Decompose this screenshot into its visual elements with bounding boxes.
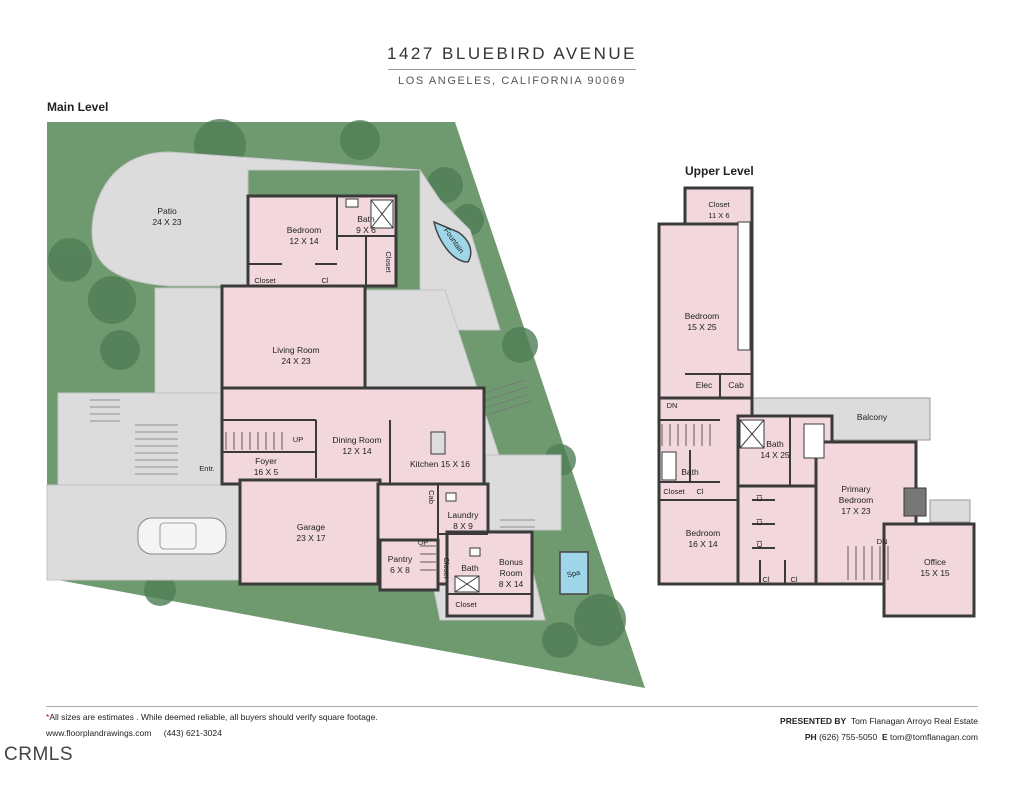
main-interior-walls xyxy=(222,196,532,595)
car-icon xyxy=(137,517,227,555)
office-label: Office xyxy=(924,557,946,567)
bonus-room-label-2: Room xyxy=(500,568,523,578)
bath-2-label: Bath xyxy=(461,563,479,573)
spa-icon xyxy=(559,551,589,595)
bath-label: Bath xyxy=(357,214,375,224)
stairs-up-label: UP xyxy=(293,435,303,444)
living-room-label: Living Room xyxy=(272,345,319,355)
upper-closet-size: 11 X 6 xyxy=(708,211,729,220)
agent-email: tom@tomflanagan.com xyxy=(889,732,978,742)
spa-label: Spa xyxy=(566,568,582,580)
closet-a-label: Closet xyxy=(254,276,276,285)
bonus-room-label: Bonus xyxy=(499,557,523,567)
upper-closet-label: Closet xyxy=(708,200,730,209)
office-size: 15 X 15 xyxy=(920,568,950,578)
entry-label: Entr. xyxy=(199,464,214,473)
patio-size: 24 X 23 xyxy=(152,217,182,227)
stairs-up-2-label: UP xyxy=(418,538,428,547)
email-label: E xyxy=(881,732,888,742)
disclaimer-note: *All sizes are estimates . While deemed … xyxy=(46,712,378,722)
closet-d-label: Closet xyxy=(455,600,477,609)
upper-room-labels: Closet 11 X 6 Bedroom 15 X 25 Elec Cab D… xyxy=(663,200,950,584)
primary-bedroom-size: 17 X 23 xyxy=(841,506,871,516)
garage-size: 23 X 17 xyxy=(296,533,326,543)
upper-bedroom-1-label: Bedroom xyxy=(685,311,720,321)
pantry-label: Pantry xyxy=(388,554,413,564)
presented-by-label: PRESENTED BY xyxy=(780,716,847,726)
upper-cab-label: Cab xyxy=(728,380,744,390)
disclaimer-text: All sizes are estimates . While deemed r… xyxy=(49,712,378,722)
phone-label: PH xyxy=(804,732,817,742)
laundry-size: 8 X 9 xyxy=(453,521,473,531)
upper-bedroom-2-size: 16 X 14 xyxy=(688,539,718,549)
disclaimer-asterisk: * xyxy=(46,712,50,722)
upper-stairs xyxy=(661,424,889,580)
cab-label: Cab xyxy=(427,490,436,504)
cl-a-label: Cl xyxy=(321,276,328,285)
upper-cl-4-label: Cl xyxy=(755,540,764,547)
dining-room-label: Dining Room xyxy=(332,435,381,445)
upper-bath-2-label: Bath xyxy=(766,439,784,449)
upper-cl-1-label: Cl xyxy=(696,487,703,496)
upper-cl-2-label: Cl xyxy=(755,494,764,501)
upper-level-rooms xyxy=(657,186,976,618)
primary-bedroom-label-2: Bedroom xyxy=(839,495,874,505)
upper-fixtures xyxy=(661,221,927,517)
upper-level-label: Upper Level xyxy=(685,164,754,178)
main-level-label: Main Level xyxy=(47,100,109,114)
closet-b-label: Closet xyxy=(384,251,393,273)
dining-room-size: 12 X 14 xyxy=(342,446,372,456)
upper-bedroom-1-size: 15 X 25 xyxy=(687,322,717,332)
kitchen-label: Kitchen 15 X 16 xyxy=(410,459,470,469)
living-room-size: 24 X 23 xyxy=(281,356,311,366)
upper-cl-6-label: Cl xyxy=(790,575,797,584)
garage-label: Garage xyxy=(297,522,326,532)
drafter-phone: (443) 621-3024 xyxy=(163,728,222,738)
upper-closet-2-label: Closet xyxy=(663,487,685,496)
drafter-contact: www.floorplandrawings.com (443) 621-3024 xyxy=(46,728,232,738)
bedroom-size: 12 X 14 xyxy=(289,236,319,246)
main-level-rooms xyxy=(220,194,534,618)
main-stairs xyxy=(225,432,436,571)
upper-dn-2-label: DN xyxy=(877,537,888,546)
upper-cl-5-label: Cl xyxy=(762,575,769,584)
footer-divider xyxy=(46,706,978,707)
shrubs xyxy=(48,119,626,658)
drafter-website: www.floorplandrawings.com xyxy=(46,728,152,738)
laundry-label: Laundry xyxy=(448,510,479,520)
bonus-room-size: 8 X 14 xyxy=(499,579,524,589)
bedroom-label: Bedroom xyxy=(287,225,322,235)
title-divider xyxy=(388,69,636,70)
upper-bath-2-size: 14 X 25 xyxy=(760,450,790,460)
upper-cl-3-label: Cl xyxy=(755,518,764,525)
main-fixtures xyxy=(345,198,481,593)
elec-label: Elec xyxy=(696,380,713,390)
steps xyxy=(90,379,535,528)
closet-c-label: Closet xyxy=(442,557,451,579)
pantry-size: 6 X 8 xyxy=(390,565,410,575)
foyer-size: 16 X 5 xyxy=(254,467,279,477)
upper-dn-label: DN xyxy=(667,401,678,410)
agent-contact: PRESENTED BY Tom Flanagan Arroyo Real Es… xyxy=(780,716,978,742)
plan-title: 1427 BLUEBIRD AVENUE xyxy=(387,44,637,63)
upper-bedroom-2-label: Bedroom xyxy=(686,528,721,538)
bath-size: 9 X 6 xyxy=(356,225,376,235)
balcony-label: Balcony xyxy=(857,412,888,422)
primary-bedroom-label: Primary xyxy=(841,484,871,494)
fountain-icon xyxy=(432,220,472,263)
upper-bath-1-label: Bath xyxy=(681,467,699,477)
main-room-labels: Patio 24 X 23 Bedroom 12 X 14 Bath 9 X 6… xyxy=(152,206,581,609)
upper-interior-walls xyxy=(659,373,791,584)
patio-label: Patio xyxy=(157,206,177,216)
agent-name: Tom Flanagan Arroyo Real Estate xyxy=(850,716,978,726)
crmls-watermark: CRMLS xyxy=(4,744,74,765)
plan-address: LOS ANGELES, CALIFORNIA 90069 xyxy=(398,75,626,87)
agent-phone: (626) 755-5050 xyxy=(819,732,878,742)
foyer-label: Foyer xyxy=(255,456,277,466)
